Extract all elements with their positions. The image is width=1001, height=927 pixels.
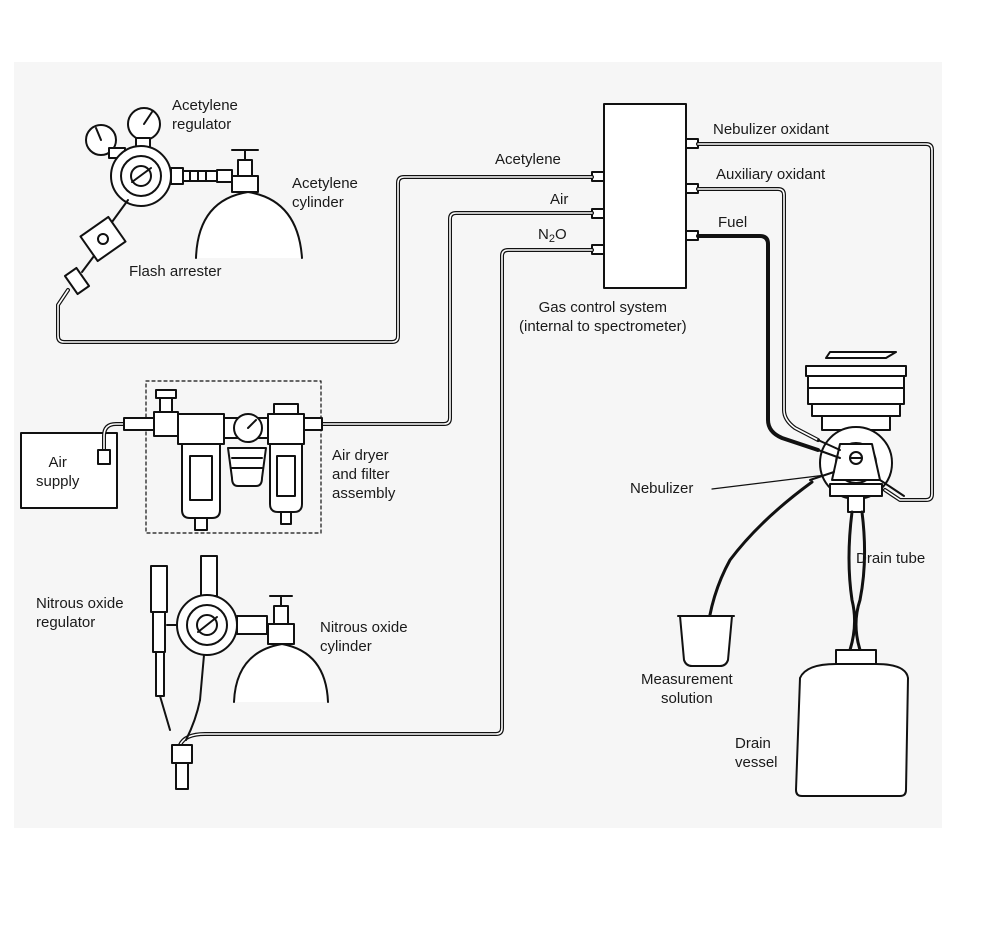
acetylene-regulator-label: Acetylene regulator xyxy=(172,97,238,133)
flash-arrester-label: Flash arrester xyxy=(129,263,222,280)
acetylene-regulator xyxy=(85,107,218,207)
fuel-hose xyxy=(696,234,820,452)
nitrous-oxide-regulator xyxy=(150,555,268,790)
acetylene-cylinder xyxy=(195,149,303,259)
air-supply-box xyxy=(20,432,118,509)
air-dryer-dashed-border xyxy=(145,380,322,534)
auxiliary-oxidant-hose xyxy=(696,187,820,442)
fuel-label: Fuel xyxy=(718,214,748,231)
air-dryer-assembly xyxy=(123,389,323,531)
gas-control-box xyxy=(603,103,687,289)
drain-vessel xyxy=(795,649,909,797)
measurement-solution-label: Measurement solution xyxy=(641,671,733,707)
nitrous-oxide-cylinder xyxy=(233,595,329,703)
drain-tube xyxy=(847,510,867,652)
air-line-label: Air xyxy=(550,191,569,208)
flash-arrester xyxy=(63,199,129,296)
nebulizer-label: Nebulizer xyxy=(630,480,694,497)
acetylene-cylinder-label: Acetylene cylinder xyxy=(292,175,358,211)
drain-tube-label: Drain tube xyxy=(856,550,926,567)
gas-control-system-label: Gas control system (internal to spectrom… xyxy=(519,299,687,335)
nebulizer-oxidant-label: Nebulizer oxidant xyxy=(713,121,829,138)
acetylene-line-label: Acetylene xyxy=(495,151,561,168)
measurement-beaker xyxy=(677,615,735,667)
air-dryer-label: Air dryer and filter assembly xyxy=(332,447,396,502)
nebulizer-oxidant-hose xyxy=(696,142,934,502)
nitrous-oxide-cylinder-label: Nitrous oxide cylinder xyxy=(320,619,408,655)
n2o-line-label: N2O xyxy=(538,226,567,245)
auxiliary-oxidant-label: Auxiliary oxidant xyxy=(716,166,826,183)
drain-vessel-label: Drain vessel xyxy=(735,735,778,771)
burner-assembly xyxy=(805,351,907,513)
air-supply-label: Air supply xyxy=(36,454,80,490)
nitrous-oxide-regulator-label: Nitrous oxide regulator xyxy=(36,595,124,631)
